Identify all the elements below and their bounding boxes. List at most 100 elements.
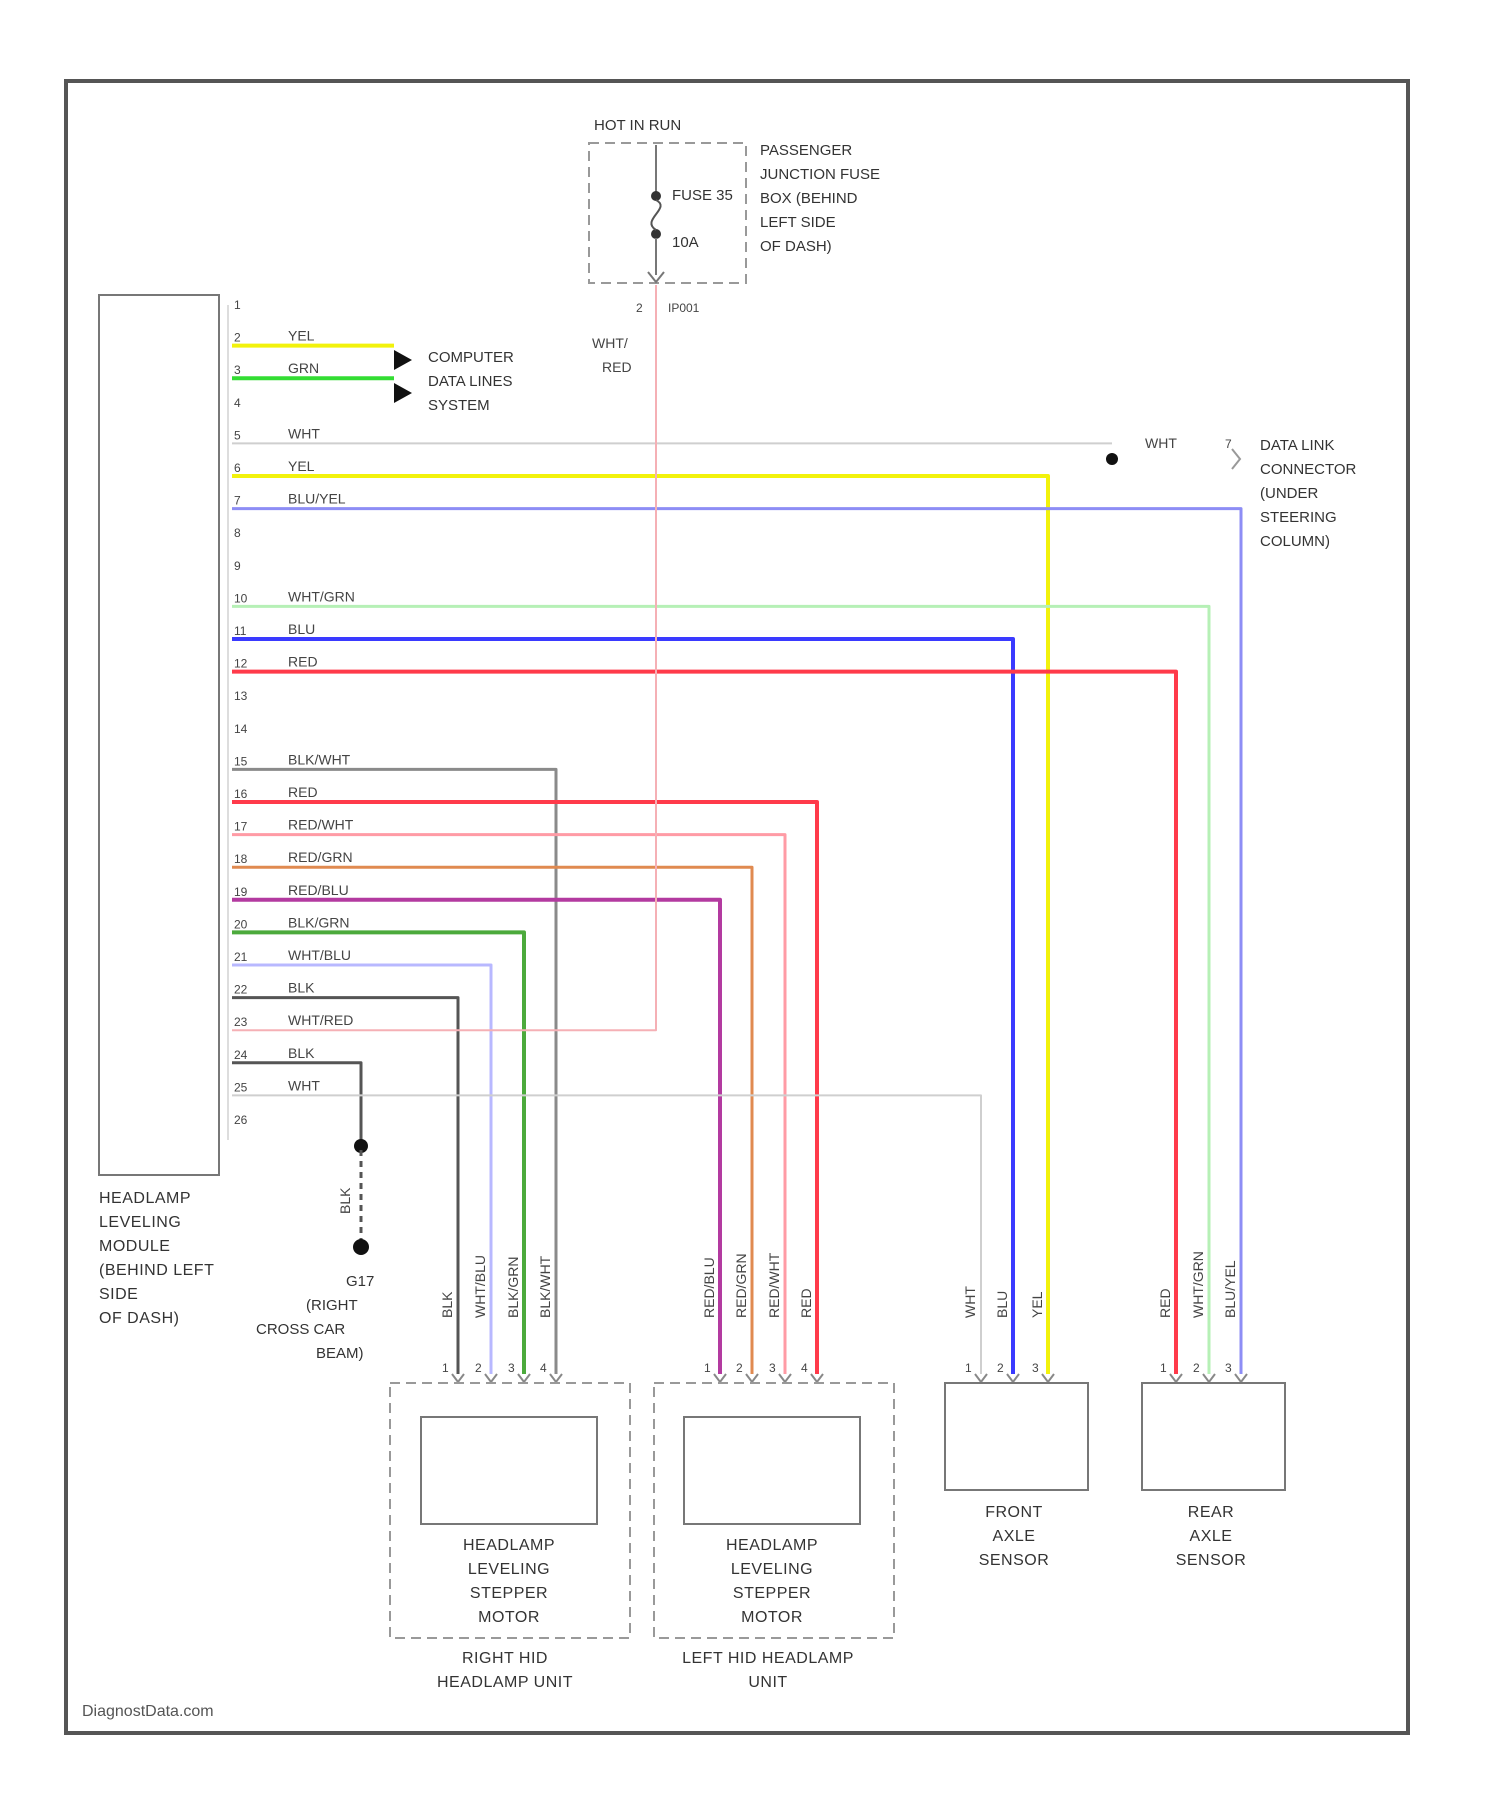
left_unit-wire-color-label: RED/WHT <box>766 1252 782 1318</box>
computer-data-lines-caption-3: SYSTEM <box>428 397 490 414</box>
left_unit-pin-connector-icon <box>714 1374 726 1382</box>
rear_sensor-pin-connector-icon <box>1203 1374 1215 1382</box>
module-pin-wire-color: BLK <box>288 980 315 996</box>
right_unit-pin-connector-icon <box>452 1374 464 1382</box>
ground-caption-2: (RIGHT <box>306 1297 358 1314</box>
data-link-connector-icon <box>1232 449 1240 469</box>
ground-caption-1: G17 <box>346 1273 374 1290</box>
fuse-label: FUSE 35 <box>672 187 733 204</box>
data-line-arrow-grn <box>394 383 412 403</box>
right_unit-pin-number: 1 <box>442 1361 449 1375</box>
feed-connector-id: IP001 <box>668 301 700 315</box>
rear-sensor-caption-3: SENSOR <box>1176 1552 1247 1569</box>
left-motor-caption-1: HEADLAMP <box>726 1537 818 1554</box>
front_sensor-wire-color-label: WHT <box>962 1286 978 1318</box>
left-unit-caption-1: LEFT HID HEADLAMP <box>682 1650 854 1667</box>
front-sensor-caption-1: FRONT <box>985 1504 1043 1521</box>
data-link-caption-5: COLUMN) <box>1260 533 1330 550</box>
junction-box-caption-4: LEFT SIDE <box>760 214 836 231</box>
module-pin-labels: 12YEL3GRN45WHT6YEL7BLU/YEL8910WHT/GRN11B… <box>234 298 355 1127</box>
left-motor-caption-2: LEVELING <box>731 1561 813 1578</box>
module-pin-number: 6 <box>234 461 241 475</box>
module-pin-number: 5 <box>234 428 241 442</box>
junction-box-caption-1: PASSENGER <box>760 142 852 159</box>
rear_sensor-wire-color-label: RED <box>1157 1288 1173 1318</box>
front_sensor-pin-connector-icon <box>1042 1374 1054 1382</box>
hot-in-run-label: HOT IN RUN <box>594 117 681 134</box>
rear_sensor-wire-color-label: BLU/YEL <box>1222 1260 1238 1318</box>
wire-blu-front-sensor <box>232 639 1013 1374</box>
right-motor-caption-4: MOTOR <box>478 1609 540 1626</box>
right_unit-pin-connector-icon <box>550 1374 562 1382</box>
fuse-terminal-top <box>651 191 661 201</box>
front-sensor-caption-3: SENSOR <box>979 1552 1050 1569</box>
wire-yel-front-sensor <box>232 476 1048 1374</box>
module-pin-number: 4 <box>234 396 241 410</box>
left-stepper-motor <box>684 1417 860 1524</box>
module-pin-number: 20 <box>234 917 248 931</box>
module-pin-number: 15 <box>234 754 248 768</box>
rear_sensor-pin-number: 2 <box>1193 1361 1200 1375</box>
rear_sensor-wire-color-label: WHT/GRN <box>1190 1251 1206 1318</box>
right-motor-caption-3: STEPPER <box>470 1585 548 1602</box>
right_unit-wire-color-label: BLK <box>439 1291 455 1318</box>
module-pin-number: 7 <box>234 494 241 508</box>
feed-connector-pin: 2 <box>636 301 643 315</box>
module-pin-wire-color: BLU/YEL <box>288 491 346 507</box>
left-motor-caption-3: STEPPER <box>733 1585 811 1602</box>
data-link-wire-color: WHT <box>1145 435 1177 451</box>
module-pin-number: 22 <box>234 983 248 997</box>
right_unit-pin-number: 3 <box>508 1361 515 1375</box>
left_unit-pin-connector-icon <box>779 1374 791 1382</box>
rear_sensor-pin-number: 3 <box>1225 1361 1232 1375</box>
right-stepper-motor <box>421 1417 597 1524</box>
data-link-pin: 7 <box>1225 437 1232 451</box>
front_sensor-pin-connector-icon <box>1007 1374 1019 1382</box>
left_unit-pin-number: 2 <box>736 1361 743 1375</box>
module-caption-2: LEVELING <box>99 1214 181 1231</box>
right_unit-wire-color-label: BLK/WHT <box>537 1255 553 1318</box>
module-pin-wire-color: BLU <box>288 621 315 637</box>
feed-wire-color-1: WHT/ <box>592 335 628 351</box>
rear_sensor-pin-connector-icon <box>1170 1374 1182 1382</box>
left_unit-wire-color-label: RED/BLU <box>701 1257 717 1318</box>
module-caption-3: MODULE <box>99 1238 170 1255</box>
computer-data-lines-caption-2: DATA LINES <box>428 373 512 390</box>
junction-box-caption-5: OF DASH) <box>760 238 832 255</box>
left_unit-pin-number: 1 <box>704 1361 711 1375</box>
module-pin-number: 19 <box>234 885 248 899</box>
front_sensor-pin-number: 2 <box>997 1361 1004 1375</box>
module-pin-number: 21 <box>234 950 248 964</box>
ground-point <box>353 1239 369 1255</box>
right_unit-pin-connector-icon <box>485 1374 497 1382</box>
junction-box-caption-2: JUNCTION FUSE <box>760 166 880 183</box>
module-caption-5: SIDE <box>99 1286 138 1303</box>
left_unit-wire-color-label: RED/GRN <box>733 1253 749 1318</box>
right_unit-pin-number: 4 <box>540 1361 547 1375</box>
ground-wire-color: BLK <box>337 1187 353 1214</box>
data-link-caption-2: CONNECTOR <box>1260 461 1357 478</box>
module-pin-wire-color: RED/WHT <box>288 817 354 833</box>
rear-sensor-caption-2: AXLE <box>1190 1528 1233 1545</box>
module-pin-wire-color: WHT/BLU <box>288 947 351 963</box>
module-pin-number: 13 <box>234 689 248 703</box>
module-pin-number: 12 <box>234 657 248 671</box>
module-pin-number: 23 <box>234 1015 248 1029</box>
module-pin-wire-color: YEL <box>288 328 315 344</box>
headlamp-leveling-module <box>99 295 219 1175</box>
right-motor-caption-1: HEADLAMP <box>463 1537 555 1554</box>
front_sensor-pin-connector-icon <box>975 1374 987 1382</box>
module-pin-wire-color: WHT <box>288 425 320 441</box>
right_unit-pin-number: 2 <box>475 1361 482 1375</box>
module-caption-4: (BEHIND LEFT <box>99 1262 214 1279</box>
module-pin-number: 16 <box>234 787 248 801</box>
module-pin-number: 9 <box>234 559 241 573</box>
module-pin-wire-color: WHT <box>288 1077 320 1093</box>
wire-blk-ground <box>232 1063 361 1146</box>
rear_sensor-pin-connector-icon <box>1235 1374 1247 1382</box>
junction-box-caption-3: BOX (BEHIND <box>760 190 858 207</box>
data-link-caption-4: STEERING <box>1260 509 1337 526</box>
module-pin-wire-color: BLK/GRN <box>288 914 349 930</box>
module-pin-number: 3 <box>234 363 241 377</box>
